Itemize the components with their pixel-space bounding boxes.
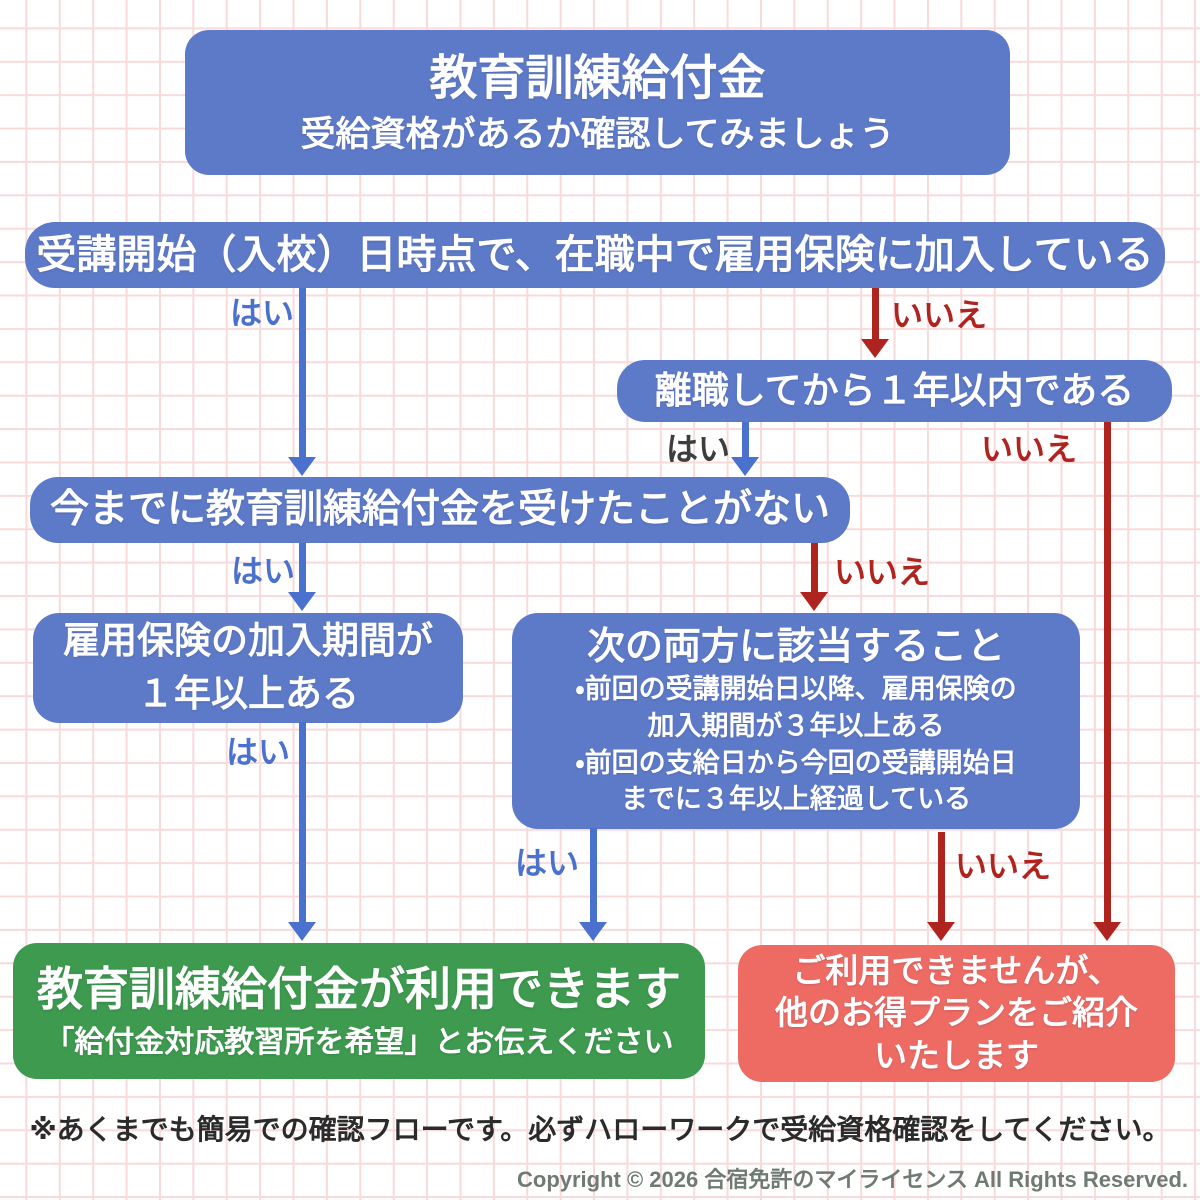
q4-yes-label: はい	[226, 734, 291, 770]
result-eligible-line1: 教育訓練給付金が利用できます	[37, 962, 681, 1015]
q5-yes-label: はい	[515, 845, 580, 881]
question-both-conditions-heading: 次の両方に該当すること	[586, 625, 1005, 668]
question-employment-insurance-box: 受講開始（入校）日時点で、在職中で雇用保険に加入している	[25, 222, 1165, 288]
q5-bullet1-line2: 加入期間が３年以上ある	[647, 711, 945, 742]
q4-yes-arrow	[288, 722, 316, 941]
question-never-received-benefit-text: 今までに教育訓練給付金を受けたことがない	[49, 487, 830, 531]
q2-no-label: いいえ	[981, 431, 1078, 467]
question-insurance-1year-line2: １年以上ある	[137, 673, 359, 714]
q3-no-label: いいえ	[834, 554, 931, 590]
q3-yes-label: はい	[231, 553, 296, 589]
q2-yes-arrow	[731, 422, 759, 476]
q3-no-arrow	[800, 543, 828, 611]
result-eligible-box: 教育訓練給付金が利用できます 「給付金対応教習所を希望」とお伝えください	[13, 943, 705, 1079]
q5-no-label: いいえ	[955, 848, 1052, 884]
q5-bullet1-line1: ・前回の受講開始日以降、雇用保険の	[575, 674, 1017, 705]
result-not-eligible-line2: 他のお得プランをご紹介	[775, 994, 1138, 1032]
q2-no-arrow	[1093, 422, 1121, 941]
q5-bullet2-line1: ・前回の支給日から今回の受講開始日	[575, 747, 1017, 778]
result-eligible-line2: 「給付金対応教習所を希望」とお伝えください	[44, 1026, 674, 1059]
title-box: 教育訓練給付金 受給資格があるか確認してみましょう	[185, 30, 1010, 175]
q5-bullet2-line2: までに３年以上経過している	[620, 784, 972, 815]
title-line2: 受給資格があるか確認してみましょう	[300, 114, 895, 154]
question-left-job-within-1year-box: 離職してから１年以内である	[617, 360, 1172, 422]
question-left-job-within-1year-text: 離職してから１年以内である	[654, 369, 1135, 411]
title-line1: 教育訓練給付金	[429, 51, 766, 105]
q3-yes-arrow	[288, 543, 316, 611]
question-insurance-1year-box: 雇用保険の加入期間が １年以上ある	[33, 613, 463, 723]
disclaimer-note: ※あくまでも簡易での確認フローです。必ずハローワークで受給資格確認をしてください…	[29, 1114, 1171, 1145]
result-not-eligible-line1: ご利用できませんが、	[792, 952, 1121, 990]
question-both-conditions-box: 次の両方に該当すること ・前回の受講開始日以降、雇用保険の 加入期間が３年以上あ…	[512, 613, 1080, 829]
q5-yes-arrow	[579, 828, 607, 941]
q5-no-arrow	[927, 832, 955, 941]
result-not-eligible-line3: いたします	[874, 1036, 1039, 1074]
question-employment-insurance-text: 受講開始（入校）日時点で、在職中で雇用保険に加入している	[36, 233, 1154, 277]
question-never-received-benefit-box: 今までに教育訓練給付金を受けたことがない	[30, 477, 850, 543]
q2-yes-label: はい	[666, 431, 731, 467]
q1-yes-label: はい	[230, 295, 295, 331]
question-insurance-1year-line1: 雇用保険の加入期間が	[63, 620, 433, 662]
result-not-eligible-box: ご利用できませんが、 他のお得プランをご紹介 いたします	[738, 945, 1175, 1082]
q1-no-arrow	[861, 288, 889, 358]
q1-yes-arrow	[288, 288, 316, 476]
copyright-text: Copyright © 2026 合宿免許のマイライセンス All Rights…	[517, 1167, 1188, 1192]
q1-no-label: いいえ	[891, 297, 988, 333]
